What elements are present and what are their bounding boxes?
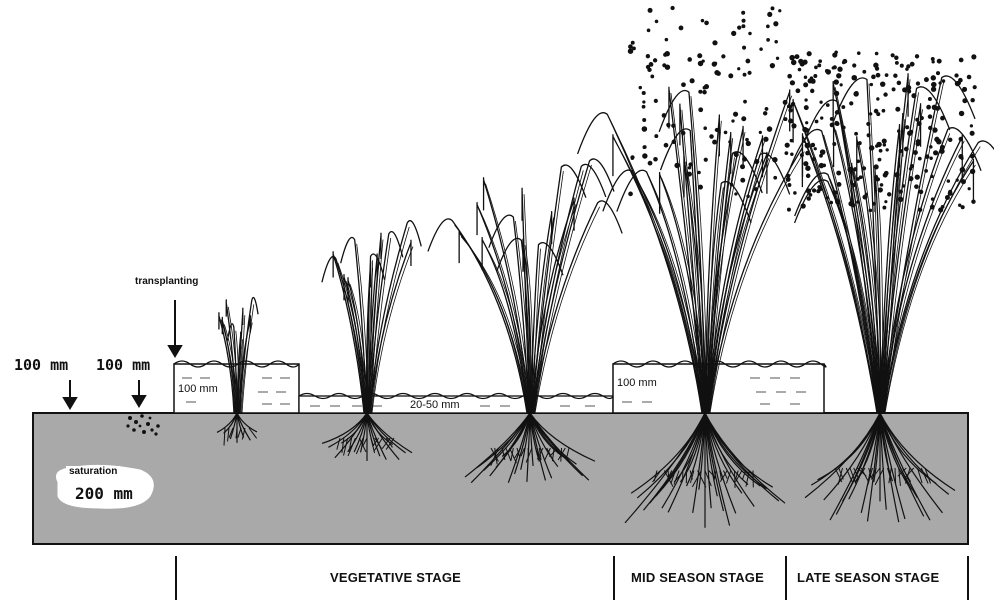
water-depth-label-2: 100 mm (96, 358, 150, 373)
saturation-depth-label: 200 mm (75, 486, 133, 502)
transplanting-label: transplanting (135, 277, 198, 287)
arrow-icon (64, 380, 76, 408)
transplanting-arrow-icon (169, 300, 181, 356)
late-season-stage-label: LATE SEASON STAGE (797, 570, 939, 585)
shallow-depth-label: 20-50 mm (410, 400, 460, 411)
mid-season-stage-label: MID SEASON STAGE (631, 570, 764, 585)
arrow-icon (133, 380, 145, 406)
vegetative-stage-label: VEGETATIVE STAGE (330, 570, 461, 585)
water-depth-label-1: 100 mm (14, 358, 68, 373)
flood-depth-label-2: 100 mm (617, 378, 657, 389)
stage-divider (967, 556, 969, 600)
flood-depth-label-1: 100 mm (178, 384, 218, 395)
stage-divider (785, 556, 787, 600)
stage-divider (175, 556, 177, 600)
stage-divider (613, 556, 615, 600)
saturation-label: saturation (66, 466, 120, 478)
